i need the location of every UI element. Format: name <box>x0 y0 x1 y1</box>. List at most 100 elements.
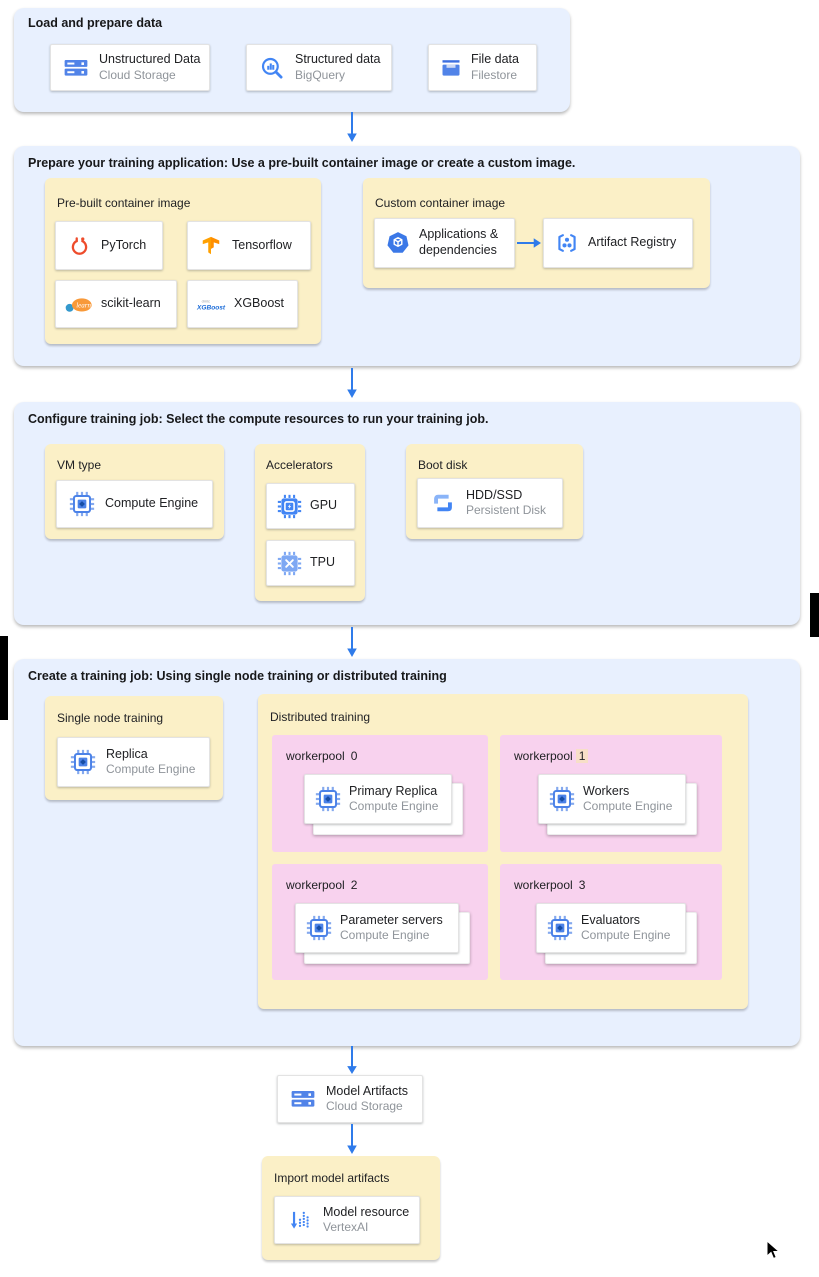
flow-arrow-4 <box>346 1046 358 1074</box>
section-load-title: Load and prepare data <box>28 16 163 30</box>
workerpool-2-label: workerpool 2 <box>286 878 360 892</box>
section-create-title: Create a training job: Using single node… <box>28 669 447 683</box>
card-workers: Workers Compute Engine <box>538 774 686 824</box>
card-title: HDD/SSD <box>466 487 523 502</box>
section-prepare-title: Prepare your training application: Use a… <box>28 156 576 170</box>
pytorch-icon <box>68 234 91 257</box>
card-label: Tensorflow <box>232 237 292 252</box>
panel-accelerators-title: Accelerators <box>266 458 333 472</box>
panel-import-title: Import model artifacts <box>274 1171 390 1185</box>
workerpool-word: workerpool <box>286 878 345 892</box>
flow-arrow-3 <box>346 627 358 657</box>
vertex-ai-icon <box>287 1207 313 1233</box>
tensorflow-icon <box>200 235 222 257</box>
card-hdd-ssd: HDD/SSD Persistent Disk <box>417 478 563 528</box>
flow-arrow-5 <box>346 1124 358 1154</box>
page-break-bar-left <box>0 636 8 720</box>
section-configure-title: Configure training job: Select the compu… <box>28 412 489 426</box>
workerpool-word: workerpool <box>286 749 345 763</box>
card-subtitle: Compute Engine <box>581 928 671 943</box>
card-label: Applications & dependencies <box>419 227 499 257</box>
xgboost-icon <box>196 295 228 314</box>
compute-engine-icon <box>549 786 575 812</box>
card-subtitle: Cloud Storage <box>326 1099 403 1114</box>
card-subtitle: Compute Engine <box>583 799 673 814</box>
card-subtitle: Compute Engine <box>349 799 439 814</box>
workerpool-word: workerpool <box>514 878 573 892</box>
workerpool-3-label: workerpool 3 <box>514 878 588 892</box>
card-artifact-registry: Artifact Registry <box>543 218 693 268</box>
card-parameter-servers: Parameter servers Compute Engine <box>295 903 459 953</box>
card-label: Compute Engine <box>105 496 199 511</box>
workerpool-0-label: workerpool 0 <box>286 749 360 763</box>
scikit-learn-icon <box>64 295 94 314</box>
card-tensorflow: Tensorflow <box>187 221 311 270</box>
card-model-artifacts: Model Artifacts Cloud Storage <box>277 1075 423 1123</box>
panel-boot-disk-title: Boot disk <box>418 458 468 472</box>
card-subtitle: Persistent Disk <box>466 503 547 518</box>
card-title: Parameter servers <box>340 912 443 927</box>
card-evaluators: Evaluators Compute Engine <box>536 903 686 953</box>
cloud-storage-icon <box>63 55 89 81</box>
panel-vm-title: VM type <box>57 458 102 472</box>
card-tpu: TPU <box>266 540 355 586</box>
workerpool-word: workerpool <box>514 749 573 763</box>
card-pytorch: PyTorch <box>55 221 163 270</box>
compute-engine-icon <box>69 491 95 517</box>
card-title: File data <box>471 52 519 67</box>
card-title: Model Artifacts <box>326 1083 408 1098</box>
flow-arrow-2 <box>346 368 358 398</box>
card-subtitle: Compute Engine <box>106 762 196 777</box>
workerpool-number-highlighted: 1 <box>575 749 589 763</box>
card-title: Structured data <box>295 52 381 67</box>
card-title: Evaluators <box>581 912 641 927</box>
card-label: scikit-learn <box>101 296 161 311</box>
flow-arrow-1 <box>346 112 358 142</box>
card-gpu: GPU <box>266 483 355 529</box>
applications-icon <box>385 230 411 256</box>
card-primary-replica: Primary Replica Compute Engine <box>304 774 452 824</box>
card-subtitle: Cloud Storage <box>99 67 176 82</box>
artifact-registry-icon <box>554 230 580 256</box>
workerpool-number: 2 <box>350 878 358 892</box>
card-title: Unstructured Data <box>99 52 201 67</box>
card-subtitle: VertexAI <box>323 1220 369 1235</box>
tpu-icon <box>277 551 302 576</box>
bigquery-icon <box>259 55 285 81</box>
panel-prebuilt-title: Pre-built container image <box>57 196 191 210</box>
compute-engine-icon <box>306 915 332 941</box>
card-label: Artifact Registry <box>588 235 677 250</box>
filestore-icon <box>439 56 463 80</box>
gpu-icon <box>277 494 302 519</box>
compute-engine-icon <box>70 749 96 775</box>
workerpool-number: 0 <box>350 749 358 763</box>
card-model-resource: Model resource VertexAI <box>274 1196 420 1244</box>
card-scikit-learn: scikit-learn <box>55 280 177 328</box>
panel-distributed-title: Distributed training <box>270 710 371 724</box>
card-label: PyTorch <box>101 237 147 252</box>
card-title: Model resource <box>323 1204 410 1219</box>
card-label: GPU <box>310 498 338 513</box>
card-file-data: File data Filestore <box>428 44 537 91</box>
card-title: Workers <box>583 783 630 798</box>
mouse-cursor <box>766 1240 781 1261</box>
persistent-disk-icon <box>430 490 456 516</box>
panel-custom-title: Custom container image <box>375 196 506 210</box>
card-unstructured-data: Unstructured Data Cloud Storage <box>50 44 210 91</box>
flow-arrow-custom <box>517 237 541 249</box>
card-compute-engine: Compute Engine <box>56 480 213 528</box>
card-label: TPU <box>310 555 335 570</box>
workerpool-number: 3 <box>578 878 586 892</box>
card-label: XGBoost <box>234 296 285 311</box>
compute-engine-icon <box>547 915 573 941</box>
card-subtitle: Compute Engine <box>340 928 430 943</box>
card-subtitle: Filestore <box>471 67 518 82</box>
card-structured-data: Structured data BigQuery <box>246 44 392 91</box>
page-break-bar-right <box>810 593 819 637</box>
card-applications-dependencies: Applications & dependencies <box>374 218 515 268</box>
card-subtitle: BigQuery <box>295 67 346 82</box>
card-title: Primary Replica <box>349 783 438 798</box>
cloud-storage-icon <box>290 1086 316 1112</box>
